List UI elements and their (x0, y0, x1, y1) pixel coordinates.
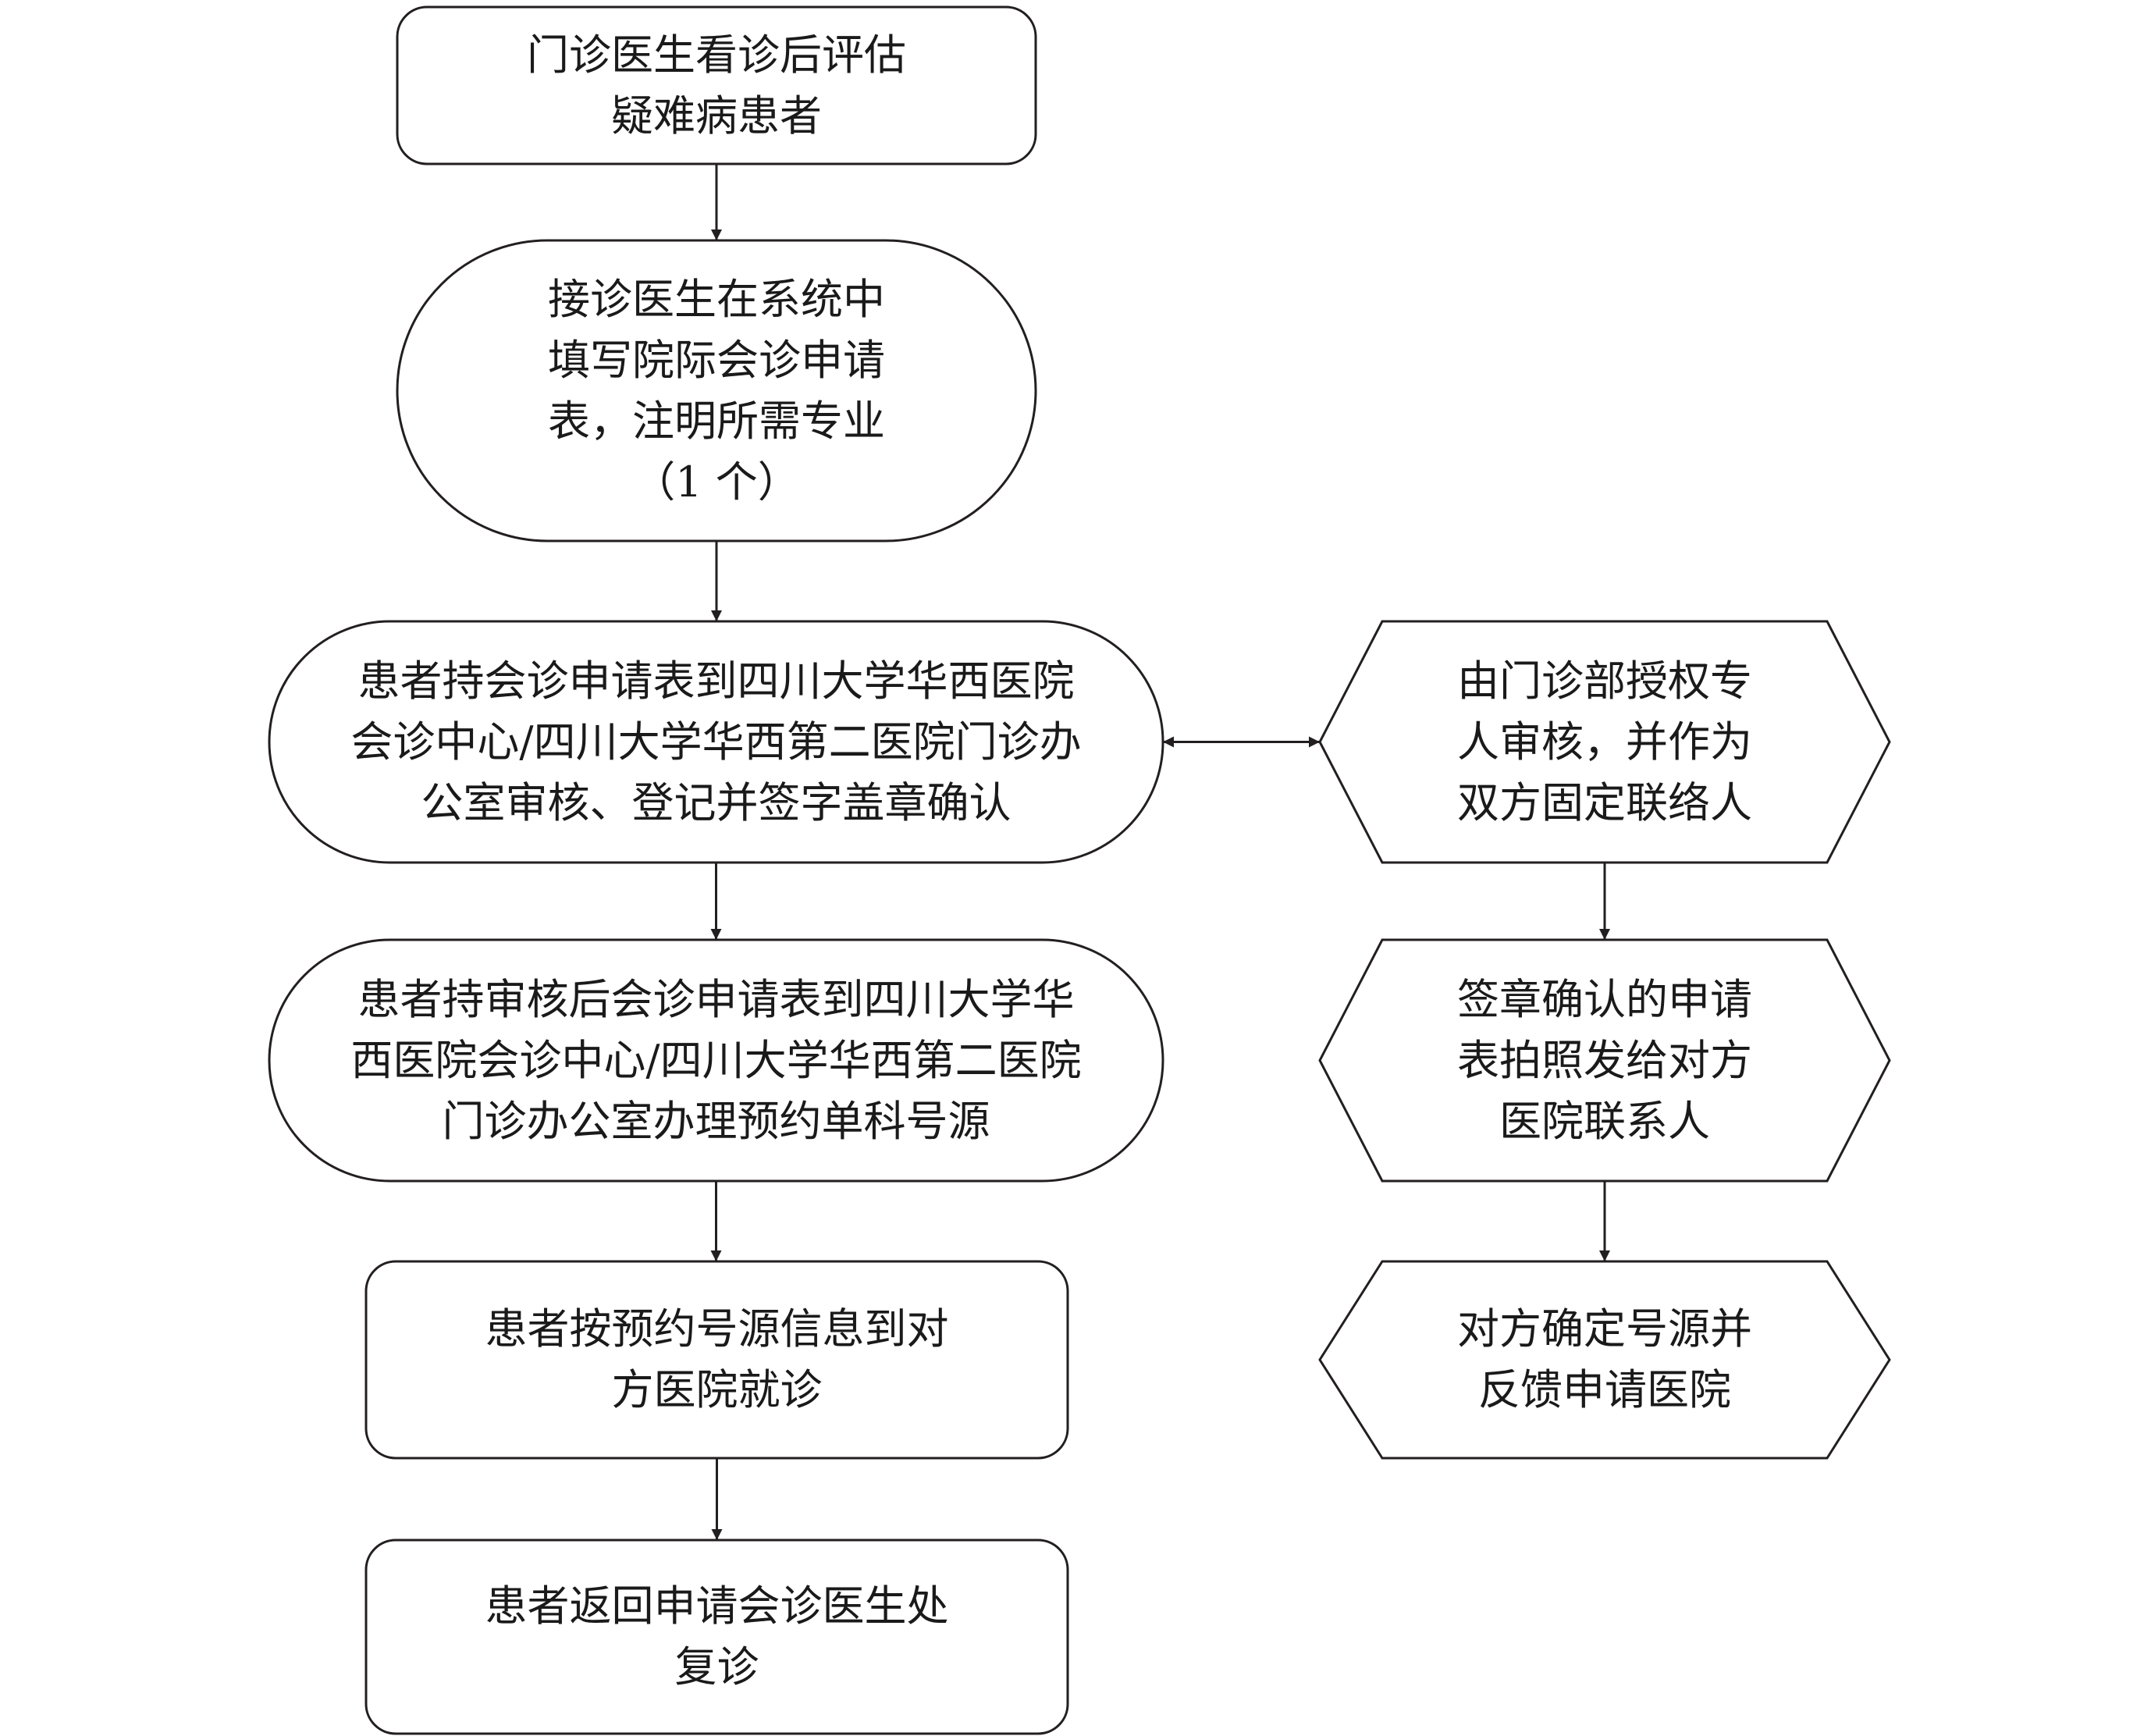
node-r2-line: 医院联系人 (1499, 1096, 1710, 1146)
node-r1-line: 双方固定联络人 (1457, 777, 1752, 827)
node-n3-line: 患者持会诊申请表到四川大学华西医院 (357, 656, 1075, 706)
node-r1-shape (1318, 620, 1891, 864)
shapes-layer (268, 5, 1891, 1735)
node-n4-line: 患者持审核后会诊申请表到四川大学华 (357, 974, 1075, 1024)
node-n4-line: 西医院会诊中心/四川大学华西第二医院 (350, 1035, 1082, 1085)
node-n4-shape (268, 938, 1164, 1183)
node-r2-shape (1318, 938, 1891, 1183)
node-n3-shape (268, 620, 1164, 864)
node-n6-line: 患者返回申请会诊医生处 (485, 1581, 949, 1631)
node-n2-line: 填写院际会诊申请 (548, 335, 885, 385)
node-n2-line: 表，注明所需专业 (548, 396, 885, 446)
node-r1-line: 人审核，并作为 (1457, 717, 1752, 767)
node-r3-shape (1318, 1260, 1891, 1460)
node-r2-line: 表拍照发给对方 (1457, 1035, 1752, 1085)
node-n5-line: 方医院就诊 (611, 1365, 823, 1414)
node-n6-line: 复诊 (674, 1642, 759, 1692)
node-n2-label: 接诊医生在系统中填写院际会诊申请表，注明所需专业 （1 个） (397, 240, 1036, 541)
node-n3-line: 公室审核、登记并签字盖章确认 (421, 777, 1012, 827)
node-r2-label: 签章确认的申请表拍照发给对方医院联系人 (1320, 940, 1890, 1181)
node-n1-shape (396, 5, 1037, 165)
node-n5-shape (364, 1260, 1069, 1460)
node-n5-label: 患者按预约号源信息到对方医院就诊 (366, 1261, 1068, 1458)
node-r3-line: 对方确定号源并 (1457, 1304, 1752, 1354)
node-n3-label: 患者持会诊申请表到四川大学华西医院会诊中心/四川大学华西第二医院门诊办公室审核、… (269, 621, 1163, 863)
node-r3-line: 反馈申请医院 (1478, 1365, 1731, 1414)
node-n1-line: 疑难病患者 (611, 91, 822, 141)
node-r3-label: 对方确定号源并反馈申请医院 (1320, 1261, 1890, 1458)
node-r2-line: 签章确认的申请 (1457, 974, 1752, 1024)
node-n2-shape (396, 239, 1037, 542)
node-n1-line: 门诊医生看诊后评估 (527, 30, 906, 80)
edges-layer (710, 164, 1610, 1540)
node-n4-line: 门诊办公室办理预约单科号源 (442, 1096, 990, 1146)
node-n6-label: 患者返回申请会诊医生处复诊 (366, 1540, 1068, 1734)
node-n3-line: 会诊中心/四川大学华西第二医院门诊办 (350, 717, 1082, 767)
node-r1-line: 由门诊部授权专 (1457, 656, 1752, 706)
node-n4-label: 患者持审核后会诊申请表到四川大学华西医院会诊中心/四川大学华西第二医院门诊办公室… (269, 940, 1163, 1181)
node-n1-label: 门诊医生看诊后评估疑难病患者 (397, 7, 1036, 164)
node-n2-line: 接诊医生在系统中 (548, 274, 885, 324)
node-n2-line: （1 个） (633, 457, 800, 507)
node-n6-shape (364, 1539, 1069, 1735)
node-n5-line: 患者按预约号源信息到对 (485, 1304, 949, 1354)
node-r1-label: 由门诊部授权专人审核，并作为双方固定联络人 (1320, 621, 1890, 863)
